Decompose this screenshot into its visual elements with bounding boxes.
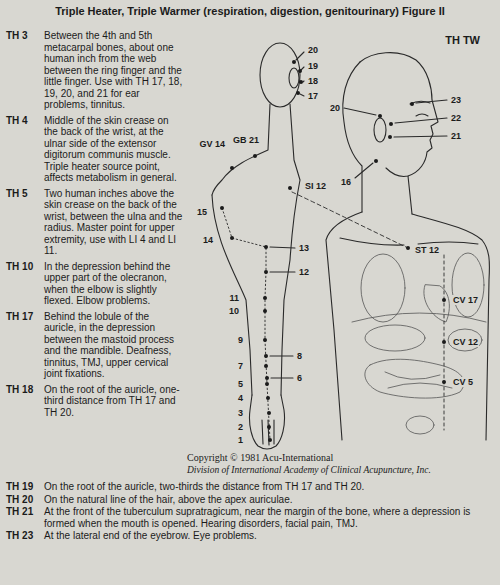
callout-number: 22: [450, 113, 462, 123]
callout-number: 1: [237, 435, 244, 445]
callout-number: GB 21: [232, 135, 260, 145]
entry-row: TH 3Between the 4th and 5th metacarpal b…: [6, 30, 184, 111]
entry-row: TH 4Middle of the skin crease on the bac…: [6, 115, 184, 184]
point-code: TH 17: [6, 311, 44, 323]
point-list: TH 19On the root of the auricle, two-thi…: [6, 481, 494, 543]
chart-code: TH TW: [445, 34, 480, 47]
point-code: TH 23: [6, 530, 44, 542]
point-code: TH 19: [6, 481, 44, 493]
callout-number: 5: [237, 379, 244, 389]
point-description: In the depression behind the upper part …: [44, 261, 184, 307]
callout-number: 16: [340, 177, 352, 187]
callout-number: 11: [228, 293, 240, 303]
callout-number: 17: [307, 91, 319, 101]
callout-number: GV 14: [198, 139, 226, 149]
point-description: Between the 4th and 5th metacarpal bones…: [44, 30, 184, 111]
point-description: At the front of the tuberculum supratrag…: [44, 506, 494, 529]
copyright-line: Division of International Academy of Cli…: [187, 464, 492, 476]
point-description: Middle of the skin crease on the back of…: [44, 115, 184, 184]
callout-number: 8: [296, 351, 303, 361]
callout-number: 4: [237, 393, 244, 403]
point-code: TH 4: [6, 115, 44, 127]
callout-number: 10: [228, 306, 240, 316]
point-description: At the lateral end of the eyebrow. Eye p…: [44, 530, 494, 542]
callout-number: CV 12: [452, 337, 479, 347]
entry-row: TH 5Two human inches above the skin crea…: [6, 188, 184, 257]
callout-number: 14: [202, 235, 214, 245]
callout-number: 12: [298, 267, 310, 277]
callout-number: 3: [237, 408, 244, 418]
entry-row: TH 17Behind the lobule of the auricle, i…: [6, 311, 184, 380]
callout-number: 2: [237, 422, 244, 432]
point-code: TH 20: [6, 494, 44, 506]
point-description: Two human inches above the skin crease o…: [44, 188, 184, 257]
point-description: Behind the lobule of the auricle, in the…: [44, 311, 184, 380]
point-description: On the root of the auricle, one-third di…: [44, 384, 184, 419]
callout-number: 20: [307, 45, 319, 55]
point-description: On the natural line of the hair, above t…: [44, 494, 494, 506]
entry-row: TH 20On the natural line of the hair, ab…: [6, 494, 494, 506]
callout-number: 13: [298, 243, 310, 253]
callout-number: CV 17: [452, 295, 479, 305]
point-code: TH 3: [6, 30, 44, 42]
figure-title: Triple Heater, Triple Warmer (respiratio…: [8, 5, 492, 18]
entry-row: TH 19On the root of the auricle, two-thi…: [6, 481, 494, 493]
entry-row: TH 18On the root of the auricle, one-thi…: [6, 384, 184, 419]
entry-row: TH 23At the lateral end of the eyebrow. …: [6, 530, 494, 542]
callout-number: 21: [450, 131, 462, 141]
entry-row: TH 10In the depression behind the upper …: [6, 261, 184, 307]
copyright-line: Copyright © 1981 Acu-International: [187, 452, 492, 464]
entry-row: TH 21At the front of the tuberculum supr…: [6, 506, 494, 529]
point-code: TH 10: [6, 261, 44, 273]
callout-number: 23: [450, 95, 462, 105]
point-code: TH 21: [6, 506, 44, 518]
point-code: TH 5: [6, 188, 44, 200]
callout-number: 20: [329, 103, 341, 113]
point-description: On the root of the auricle, two-thirds t…: [44, 481, 494, 493]
callout-number: 15: [196, 207, 208, 217]
callout-number: SI 12: [304, 181, 327, 191]
callout-number: CV 5: [452, 377, 474, 387]
callout-number: ST 12: [414, 245, 440, 255]
callout-number: 9: [237, 335, 244, 345]
copyright-note: Copyright © 1981 Acu-InternationalDivisi…: [187, 452, 492, 476]
callout-number: 6: [296, 373, 303, 383]
callout-number: 18: [307, 76, 319, 86]
callout-number: 7: [237, 361, 244, 371]
callout-number: 19: [307, 61, 319, 71]
point-list: TH 3Between the 4th and 5th metacarpal b…: [6, 30, 184, 422]
point-code: TH 18: [6, 384, 44, 396]
